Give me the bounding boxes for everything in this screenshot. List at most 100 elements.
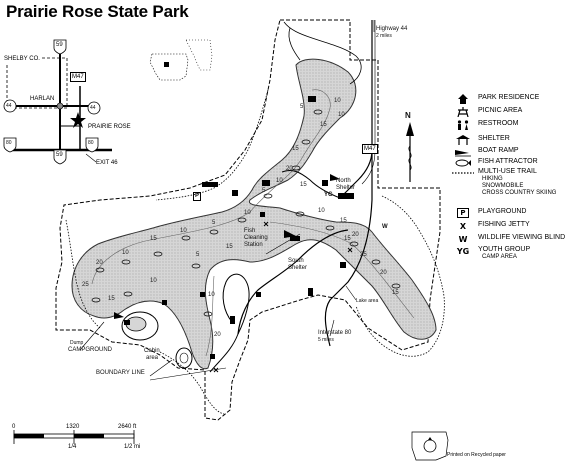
page-title: Prairie Rose State Park <box>6 2 189 21</box>
legend-label: PLAYGROUND <box>478 208 527 215</box>
shield-44-east-label: 44 <box>90 105 96 111</box>
cabin-area-label-1: Cabin <box>144 348 160 354</box>
shelter-block <box>230 316 235 324</box>
south-shelter-label-2: Shelter <box>288 265 308 271</box>
leader-lines <box>79 20 375 381</box>
shield-59-south-label: 59 <box>56 152 63 158</box>
depth-label: 10 <box>276 178 283 184</box>
shelter-block <box>162 300 167 305</box>
route-shield-44-east <box>87 101 101 115</box>
scale-mi-quarter: 1/4 <box>68 444 77 450</box>
boat-ramps <box>114 174 340 319</box>
park-boundary <box>55 19 441 421</box>
depth-label: 15 <box>300 182 307 188</box>
route-shield-80-east <box>85 137 99 153</box>
legend-label: SHELTER <box>478 135 510 142</box>
shelter-block <box>256 292 261 297</box>
boat-ramp-icon <box>448 146 478 158</box>
shelter-block <box>322 180 328 186</box>
shield-80-east-label: 80 <box>88 140 94 146</box>
lake-contour-1 <box>91 89 331 285</box>
legend-label: RESTROOM <box>478 120 519 127</box>
depth-label: 10 <box>122 250 129 256</box>
route-shield-80-west <box>3 137 17 153</box>
legend-item: BOAT RAMP <box>448 146 584 158</box>
legend-youth-sub: CAMP AREA <box>482 254 517 260</box>
legend-item: MULTI-USE TRAIL HIKING SNOWMOBILE CROSS … <box>448 167 584 197</box>
shield-44-west-label: 44 <box>6 103 12 109</box>
campground-label: CAMPGROUND <box>68 347 113 353</box>
legend-item: RESTROOM <box>448 119 584 131</box>
state-county-marker <box>164 62 169 67</box>
depth-label: 20 <box>96 260 103 266</box>
lake <box>71 58 437 370</box>
fish-attractor-icon <box>448 157 478 169</box>
depth-label: 15 <box>150 236 157 242</box>
legend-trail-sub-hiking: HIKING <box>482 176 503 182</box>
facility-blocks <box>124 96 354 359</box>
depth-label: 5 <box>196 252 200 258</box>
recycled-paper-note: Printed on Recycled paper <box>447 452 506 458</box>
residence-icon <box>448 93 478 105</box>
shelter-block <box>308 96 316 102</box>
playground-map-marker: P <box>193 192 202 201</box>
legend-trail-sub-ski: CROSS COUNTRY SKIING <box>482 190 557 196</box>
creek-north <box>283 21 362 85</box>
shelter-block <box>210 354 215 359</box>
shelter-block <box>260 212 265 217</box>
legend-item: X FISHING JETTY <box>448 220 584 232</box>
legend-label: FISH ATTRACTOR <box>478 158 538 165</box>
depth-label: 10 <box>150 278 157 284</box>
locator-inset <box>3 39 112 165</box>
legend-item: PARK RESIDENCE <box>448 93 584 105</box>
wildlife-blind-icon: W <box>448 233 478 245</box>
depth-label: 10 <box>318 208 325 214</box>
depth-label: 15 <box>292 146 299 152</box>
fishing-jetties <box>213 221 353 373</box>
inset-m47-sign: M47 <box>70 72 86 82</box>
trail-south <box>159 351 225 415</box>
shelter-block <box>124 320 130 325</box>
depth-label: 25 <box>82 282 89 288</box>
recycled-logo <box>411 431 449 461</box>
playground-code: P <box>457 208 469 218</box>
north-arrow <box>406 122 414 182</box>
shield-80-west-label: 80 <box>6 140 12 146</box>
depth-label: 25 <box>360 252 367 258</box>
depth-label: 10 <box>334 98 341 104</box>
depth-label: 5 <box>262 188 266 194</box>
legend-label: YOUTH GROUP CAMP AREA <box>478 245 530 261</box>
legend-youth-label: YOUTH GROUP <box>478 246 531 253</box>
shelter-block <box>202 182 218 187</box>
trail-north <box>155 89 269 201</box>
depth-label: 20 <box>214 332 221 338</box>
depth-label: 20 <box>380 270 387 276</box>
youth-group-code: YG <box>456 246 470 256</box>
fishing-jetty-code: X <box>459 221 467 231</box>
wildlife-code: W <box>458 234 468 244</box>
depth-label: 15 <box>320 122 327 128</box>
county-label: SHELBY CO. <box>4 56 40 63</box>
highway44-distance: 2 miles <box>376 33 392 39</box>
youth-group-map-label: YG <box>324 192 333 198</box>
south-shelter-label-1: South <box>288 258 304 264</box>
route-shield-59-south <box>53 149 67 165</box>
scale-bar <box>13 430 135 444</box>
trail-east <box>355 195 445 357</box>
legend-item: PICNIC AREA <box>448 106 584 118</box>
playground-icon: P <box>448 207 478 219</box>
legend-item: W WILDLIFE VIEWING BLIND <box>448 233 584 245</box>
creek-north-2 <box>288 27 301 61</box>
inset-park-label: PRAIRIE ROSE <box>88 124 131 130</box>
inset-town-dot <box>56 102 64 110</box>
depth-label: 15 <box>344 236 351 242</box>
shelter-block <box>340 262 346 268</box>
depth-label: 10 <box>244 210 251 216</box>
road-m47-east <box>361 20 376 185</box>
scale-mi-half: 1/2 mi <box>124 444 141 450</box>
lake-contour-3 <box>205 275 215 357</box>
shelter-block <box>200 292 205 297</box>
campground-area <box>121 311 193 369</box>
legend-item: FISH ATTRACTOR <box>448 157 584 169</box>
